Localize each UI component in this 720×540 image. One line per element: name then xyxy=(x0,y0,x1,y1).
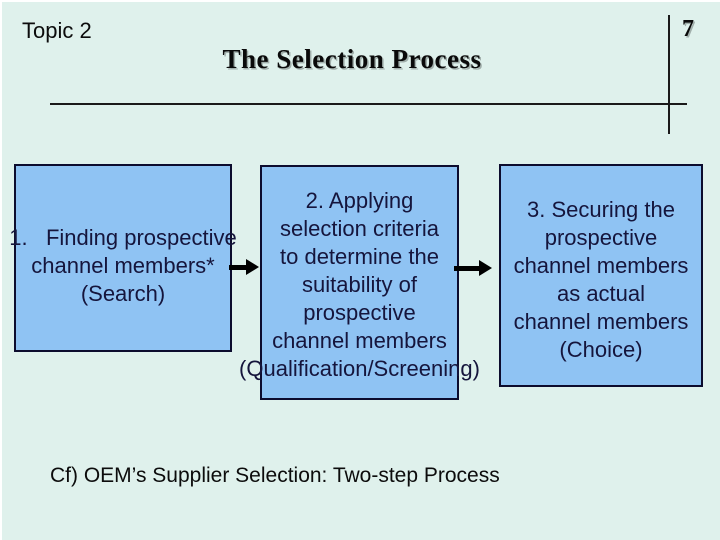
header-vertical-rule xyxy=(668,15,670,134)
arrow-shaft xyxy=(229,264,246,270)
process-box-step-3: 3. Securing the prospective channel memb… xyxy=(499,164,703,387)
topic-label: Topic 2 xyxy=(22,18,92,43)
right-arrow-icon xyxy=(454,260,492,276)
process-box-step-2: 2. Applying selection criteria to determ… xyxy=(239,165,480,400)
process-box-text-line: to determine the xyxy=(280,243,439,269)
process-box-text-line: suitability of xyxy=(302,271,417,297)
process-box-text-line: channel members xyxy=(272,327,447,353)
process-box-text-line: (Qualification/Screening) xyxy=(239,355,480,381)
process-box-text-line: prospective xyxy=(544,224,658,250)
process-box-text-line: 3. Securing the xyxy=(527,196,675,222)
arrow-shaft xyxy=(454,265,479,271)
process-box-text-line: channel members xyxy=(513,308,689,334)
page-title: The Selection Process xyxy=(222,44,482,74)
process-box-text-line: (Choice) xyxy=(559,336,643,362)
process-box-text-line: channel members xyxy=(513,252,689,278)
page-number: 7 xyxy=(682,16,694,42)
header-horizontal-rule xyxy=(50,103,687,105)
process-box-text-line: 1. Finding prospective xyxy=(9,225,237,250)
process-box-text-line: channel members* xyxy=(31,253,215,278)
process-box-step-1: 1. Finding prospective channel members* … xyxy=(9,164,237,352)
arrow-head xyxy=(246,259,259,275)
arrow-head xyxy=(479,260,492,276)
process-box-text-line: selection criteria xyxy=(280,215,439,241)
process-box-text-line: prospective xyxy=(303,299,416,325)
right-arrow-icon xyxy=(229,259,259,275)
footer-note: Cf) OEM’s Supplier Selection: Two-step P… xyxy=(50,464,500,487)
process-box-text-line: as actual xyxy=(556,280,646,306)
process-box-text-line: (Search) xyxy=(80,281,166,306)
process-box-text-line: 2. Applying xyxy=(305,187,414,213)
